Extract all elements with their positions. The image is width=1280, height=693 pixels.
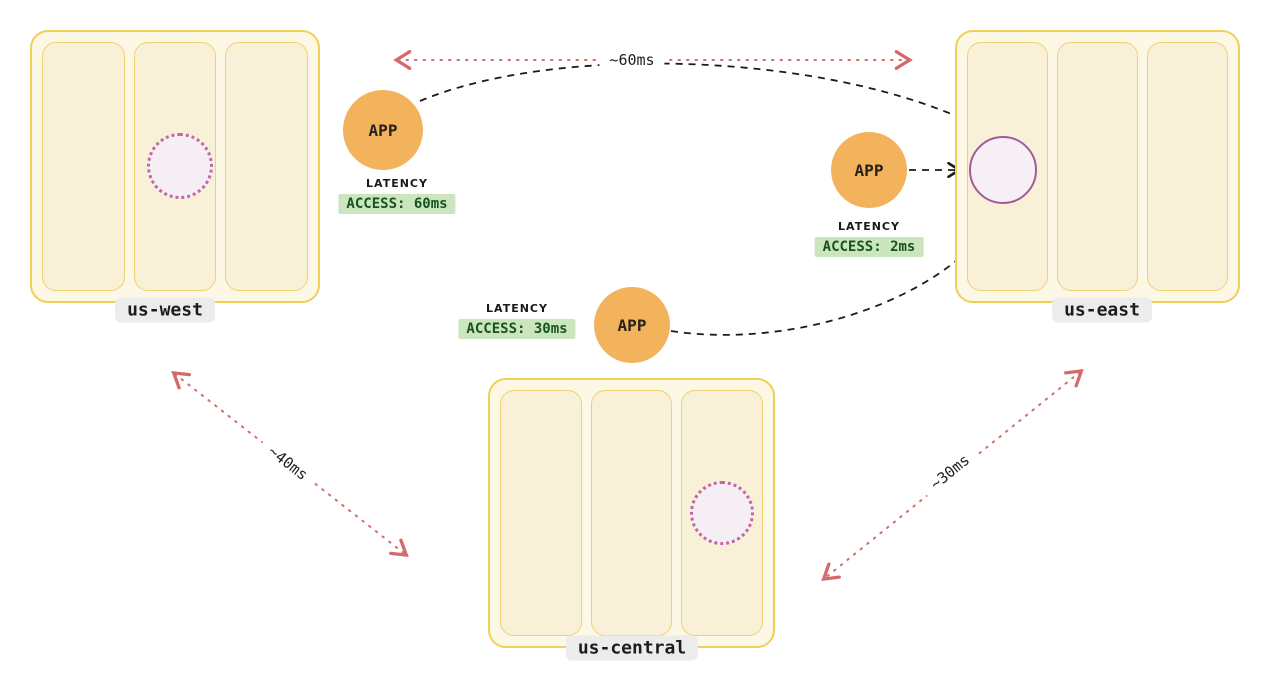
- database-primary-us-east-icon: [969, 136, 1037, 204]
- latency-label-west-east: ~60ms: [599, 50, 665, 70]
- access-latency-badge-east: ACCESS: 2ms: [814, 237, 924, 257]
- availability-zone: [1057, 42, 1138, 291]
- latency-block-east: LATENCY ACCESS: 2ms: [814, 220, 924, 257]
- database-replica-us-central-icon: [690, 481, 754, 545]
- access-latency-badge-west: ACCESS: 60ms: [338, 194, 456, 214]
- region-label-us-central: us-central: [565, 635, 699, 661]
- app-node-label: APP: [617, 315, 647, 335]
- availability-zone: [500, 390, 582, 636]
- app-node-west: APP: [343, 90, 423, 170]
- app-node-label: APP: [854, 160, 884, 180]
- app-node-east: APP: [831, 132, 907, 208]
- availability-zone: [225, 42, 309, 291]
- latency-block-central: LATENCY ACCESS: 30ms: [458, 302, 576, 339]
- app-node-label: APP: [368, 120, 398, 140]
- latency-title: LATENCY: [838, 220, 900, 233]
- latency-title: LATENCY: [486, 302, 548, 315]
- access-latency-badge-central: ACCESS: 30ms: [458, 319, 576, 339]
- latency-title: LATENCY: [366, 177, 428, 190]
- access-arrow-west-app: [419, 62, 1001, 139]
- database-replica-us-west-icon: [147, 133, 213, 199]
- latency-block-west: LATENCY ACCESS: 60ms: [338, 177, 456, 214]
- availability-zone: [1147, 42, 1228, 291]
- availability-zone: [590, 390, 673, 636]
- app-node-central: APP: [594, 287, 670, 363]
- region-label-us-west: us-west: [115, 297, 215, 323]
- region-label-us-east: us-east: [1052, 297, 1152, 323]
- availability-zone: [42, 42, 125, 291]
